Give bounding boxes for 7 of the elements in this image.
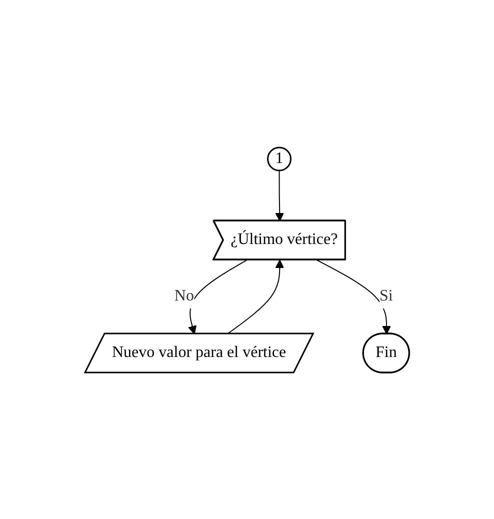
arrow: [226, 259, 284, 334]
arrow: [316, 259, 391, 334]
arrow: [188, 259, 248, 334]
arrow: [275, 170, 284, 222]
edge-label: No: [174, 287, 194, 304]
node-circle: 1: [266, 146, 292, 171]
edge-label: Si: [379, 287, 393, 304]
